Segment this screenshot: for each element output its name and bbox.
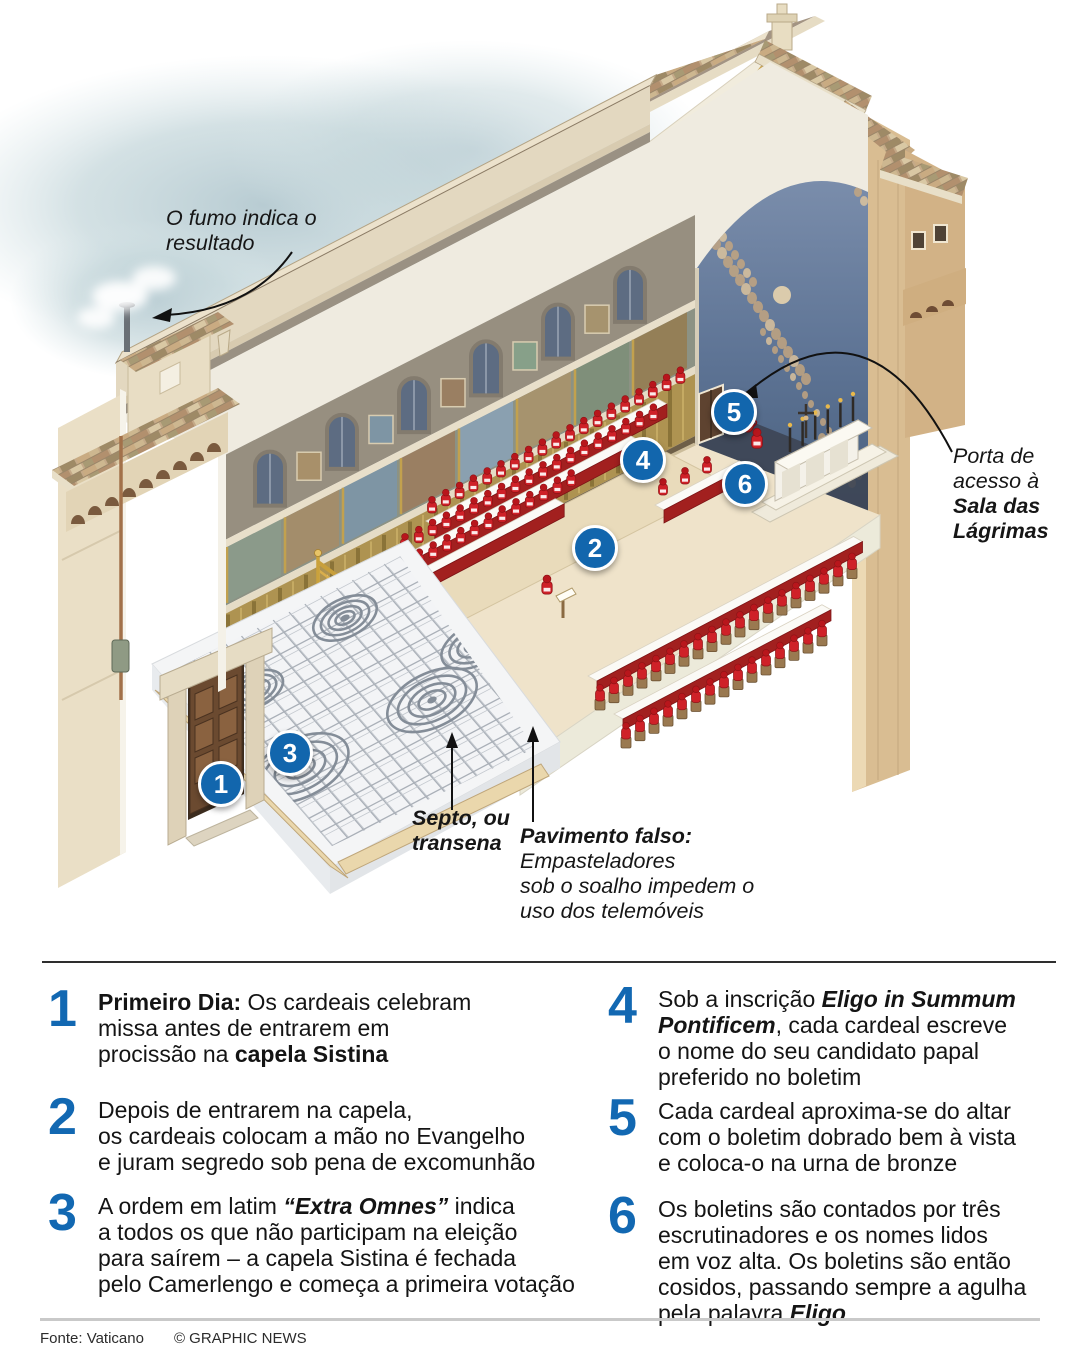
legend-number: 5 — [608, 1089, 637, 1147]
legend-item-2: 2 Depois de entrarem na capela, os cardea… — [48, 1088, 536, 1175]
legend-number: 1 — [48, 980, 77, 1038]
footer: Fonte: Vaticano © GRAPHIC NEWS — [40, 1330, 337, 1347]
legend-number: 2 — [48, 1088, 77, 1146]
legend-number: 4 — [608, 977, 637, 1035]
legend-step-text: Cada cardeal aproxima-se do altar com o … — [658, 1098, 1016, 1176]
marker-3: 3 — [267, 730, 313, 776]
legend-step-text: Sob a inscrição Eligo in Summum Pontific… — [658, 986, 1016, 1090]
legend-column-right: 4 Sob a inscrição Eligo in Summum Pontifi… — [608, 963, 1068, 1326]
footer-copyright: © GRAPHIC NEWS — [173, 1330, 307, 1347]
marker-6: 6 — [722, 461, 768, 507]
legend-number: 3 — [48, 1184, 77, 1242]
legend-step-text: A ordem em latim “Extra Omnes” indica a … — [98, 1193, 575, 1297]
vault-cut — [116, 62, 868, 455]
footer-source: Fonte: Vaticano — [40, 1330, 144, 1347]
legend-item-3: 3 A ordem em latim “Extra Omnes” indica a… — [48, 1184, 575, 1297]
marker-4: 4 — [620, 437, 666, 483]
annotation-porta-regular: Porta de acesso à — [953, 444, 1040, 493]
smoke-puffs — [77, 266, 176, 329]
annotation-porta-bold: Sala das Lágrimas — [953, 494, 1049, 543]
chapel-illustration: O fumo indica o resultado Porta de acess… — [0, 3, 1079, 924]
legend-item-4: 4 Sob a inscrição Eligo in Summum Pontifi… — [608, 977, 1016, 1090]
altar — [738, 391, 900, 523]
annotation-septo: Septo, ou transena — [412, 806, 510, 855]
annotation-pavimento-rest: Empasteladores sob o soalho impedem o us… — [520, 849, 755, 923]
footer-divider — [40, 1318, 1040, 1321]
legend-step-text: Depois de entrarem na capela, os cardeai… — [98, 1097, 536, 1175]
annotation-pavimento: Pavimento falso: Empasteladores sob o so… — [520, 824, 800, 924]
annotation-porta: Porta de acesso à Sala das Lágrimas — [953, 444, 1079, 544]
annotation-pavimento-bold: Pavimento falso: — [520, 824, 693, 848]
cardinal-rows — [371, 366, 864, 749]
legend-column-left: 1 Primeiro Dia: Os cardeais celebram miss… — [48, 963, 596, 1315]
annotation-smoke: O fumo indica o resultado — [166, 206, 317, 255]
legend-step-text: Primeiro Dia: Os cardeais celebram missa… — [98, 989, 472, 1067]
marker-1: 1 — [198, 761, 244, 807]
legend-item-1: 1 Primeiro Dia: Os cardeais celebram miss… — [48, 980, 472, 1067]
marker-2: 2 — [572, 525, 618, 571]
legend-item-5: 5 Cada cardeal aproxima-se do altar com o… — [608, 1089, 1016, 1176]
legend: 1 Primeiro Dia: Os cardeais celebram miss… — [0, 963, 1080, 1326]
legend-number: 6 — [608, 1187, 637, 1245]
marker-5: 5 — [711, 389, 757, 435]
legend-item-6: 6 Os boletins são contados por três escru… — [608, 1187, 1027, 1326]
legend-divider — [42, 961, 1056, 963]
left-wall-tower — [52, 302, 240, 888]
legend-step-text: Os boletins são contados por três escrut… — [658, 1196, 1027, 1326]
